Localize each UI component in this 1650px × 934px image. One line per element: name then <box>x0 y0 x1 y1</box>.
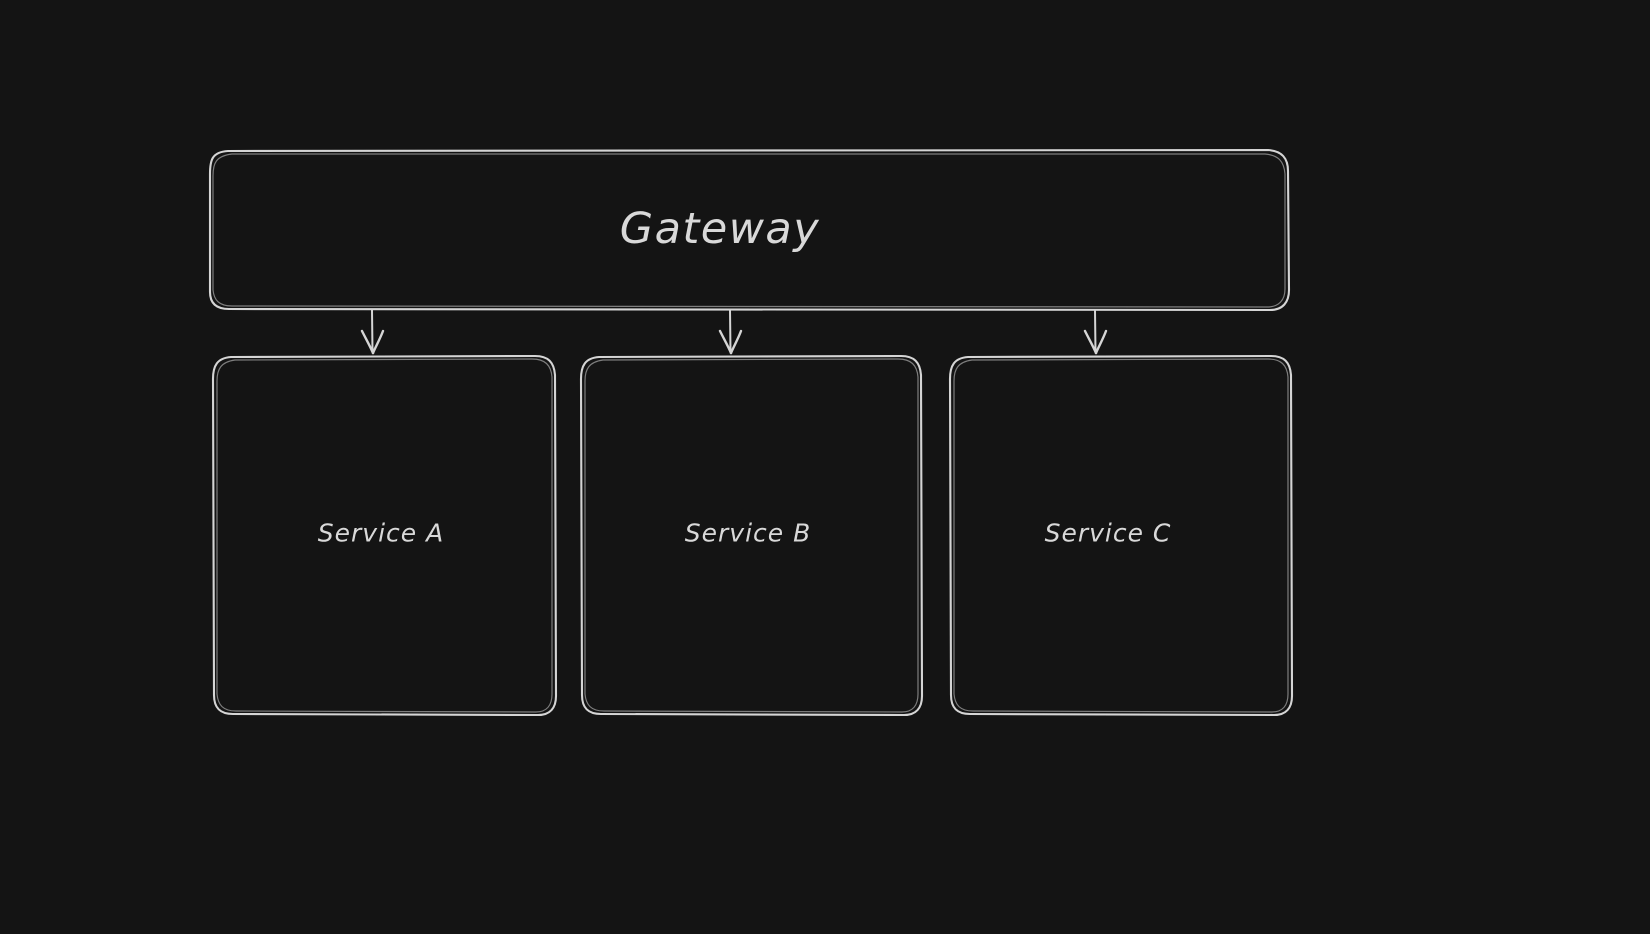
node-gateway-shape[interactable] <box>208 148 1291 312</box>
node-label-service-c: Service C <box>1044 518 1172 548</box>
node-label-service-b: Service B <box>684 518 812 548</box>
node-service-b-shape[interactable] <box>579 354 924 717</box>
node-label-gateway: Gateway <box>619 204 821 254</box>
node-service-c-shape[interactable] <box>948 354 1294 717</box>
connector-gateway-to-service-b[interactable] <box>718 309 743 355</box>
node-label-service-a: Service A <box>317 518 445 548</box>
node-service-a-shape[interactable] <box>211 354 558 717</box>
connector-gateway-to-service-c[interactable] <box>1083 309 1108 355</box>
connector-gateway-to-service-a[interactable] <box>360 309 385 355</box>
